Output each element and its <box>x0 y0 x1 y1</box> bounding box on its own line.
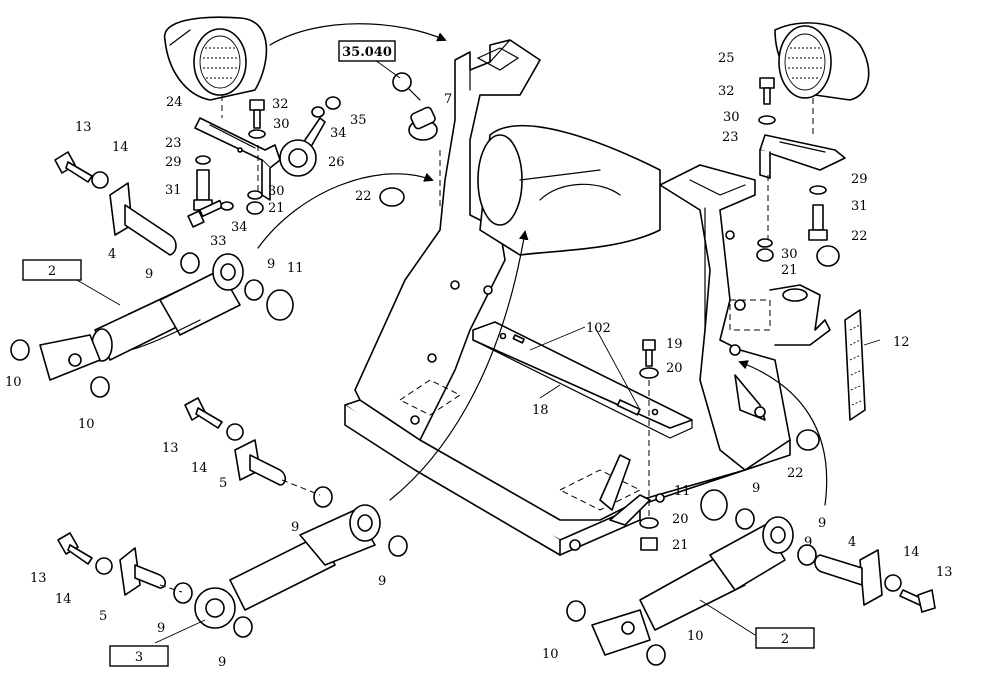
cylinder-3 <box>194 504 381 629</box>
work-light-25 <box>774 22 870 101</box>
callout-9-e: 9 <box>157 621 165 636</box>
svg-text:35.040: 35.040 <box>342 45 392 60</box>
rings <box>10 252 817 666</box>
callout-21-left: 21 <box>268 201 285 216</box>
callout-4-left: 4 <box>108 247 116 262</box>
callout-9-f: 9 <box>218 655 226 670</box>
callout-33: 33 <box>210 234 227 249</box>
callout-102: 102 <box>586 321 611 336</box>
callout-32-left: 32 <box>272 97 289 112</box>
callout-9-c: 9 <box>291 520 299 535</box>
callout-13-a: 13 <box>75 120 92 135</box>
callout-22-left: 22 <box>355 189 372 204</box>
bracket-23-left <box>194 117 281 201</box>
callout-34-top: 34 <box>330 126 347 141</box>
cylinder-2-left <box>39 253 244 381</box>
svg-text:3: 3 <box>135 650 143 665</box>
alignment-lines <box>159 95 814 593</box>
callout-32-right: 32 <box>718 84 735 99</box>
callout-10-d: 10 <box>687 629 704 644</box>
callout-13-d: 13 <box>936 565 953 580</box>
plate-18 <box>472 321 693 439</box>
callout-21-right: 21 <box>781 263 798 278</box>
callout-9-b: 9 <box>267 257 275 272</box>
callout-14-a: 14 <box>112 140 129 155</box>
callout-9-g: 9 <box>752 481 760 496</box>
callout-13-c: 13 <box>30 571 47 586</box>
callout-10-b: 10 <box>78 417 95 432</box>
callout-30-right-low: 30 <box>781 247 798 262</box>
svg-text:2: 2 <box>48 264 56 279</box>
svg-text:2: 2 <box>781 632 789 647</box>
callout-29-left: 29 <box>165 155 182 170</box>
callout-box-2-right: 2 <box>755 627 815 649</box>
callout-22-low: 22 <box>787 466 804 481</box>
callout-10-a: 10 <box>5 375 22 390</box>
callout-35: 35 <box>350 113 367 128</box>
callout-box-3: 3 <box>109 645 169 667</box>
callout-20-a: 20 <box>666 361 683 376</box>
callout-34-low: 34 <box>231 220 248 235</box>
callout-box-35040: 35.040 <box>338 40 396 62</box>
reflector-12 <box>844 309 866 421</box>
callout-19: 19 <box>666 337 683 352</box>
main-frame <box>344 39 831 556</box>
leader-lines <box>69 59 881 644</box>
callout-21-mid: 21 <box>672 538 689 553</box>
callout-31-left: 31 <box>165 183 182 198</box>
bracket-23-right <box>759 134 846 179</box>
callout-20-b: 20 <box>672 512 689 527</box>
callout-10-c: 10 <box>542 647 559 662</box>
callout-26: 26 <box>328 155 345 170</box>
callout-9-d: 9 <box>378 574 386 589</box>
callout-box-2-left: 2 <box>22 259 82 281</box>
callout-31-right: 31 <box>851 199 868 214</box>
assembly-arrows <box>257 23 828 506</box>
callout-5-low: 5 <box>99 609 107 624</box>
callout-23-left: 23 <box>165 136 182 151</box>
callout-22-right: 22 <box>851 229 868 244</box>
callout-7: 7 <box>444 92 452 107</box>
light-fasteners <box>187 72 840 551</box>
callout-23-right: 23 <box>722 130 739 145</box>
callout-24: 24 <box>166 95 183 110</box>
callout-12: 12 <box>893 335 910 350</box>
callout-14-b: 14 <box>191 461 208 476</box>
callout-9-a: 9 <box>145 267 153 282</box>
callout-9-h: 9 <box>818 516 826 531</box>
callout-5-mid: 5 <box>219 476 227 491</box>
callout-30-left-mid: 30 <box>268 184 285 199</box>
callout-18: 18 <box>532 403 549 418</box>
cylinder-2-right <box>591 516 794 656</box>
callout-14-c: 14 <box>55 592 72 607</box>
callout-11-a: 11 <box>287 261 304 276</box>
callout-25: 25 <box>718 51 735 66</box>
callout-9-i: 9 <box>804 535 812 550</box>
callout-14-d: 14 <box>903 545 920 560</box>
callout-4-right: 4 <box>848 535 856 550</box>
callout-29-right: 29 <box>851 172 868 187</box>
callout-13-b: 13 <box>162 441 179 456</box>
horn-26 <box>279 117 326 177</box>
callout-numbers: 24 32 30 34 35 23 29 26 31 30 21 34 33 1… <box>5 51 953 670</box>
pins-and-bolts <box>54 151 936 613</box>
work-light-24 <box>163 16 268 101</box>
callout-30-right-top: 30 <box>723 110 740 125</box>
callout-30-left-top: 30 <box>273 117 290 132</box>
callout-11-b: 11 <box>674 484 691 499</box>
